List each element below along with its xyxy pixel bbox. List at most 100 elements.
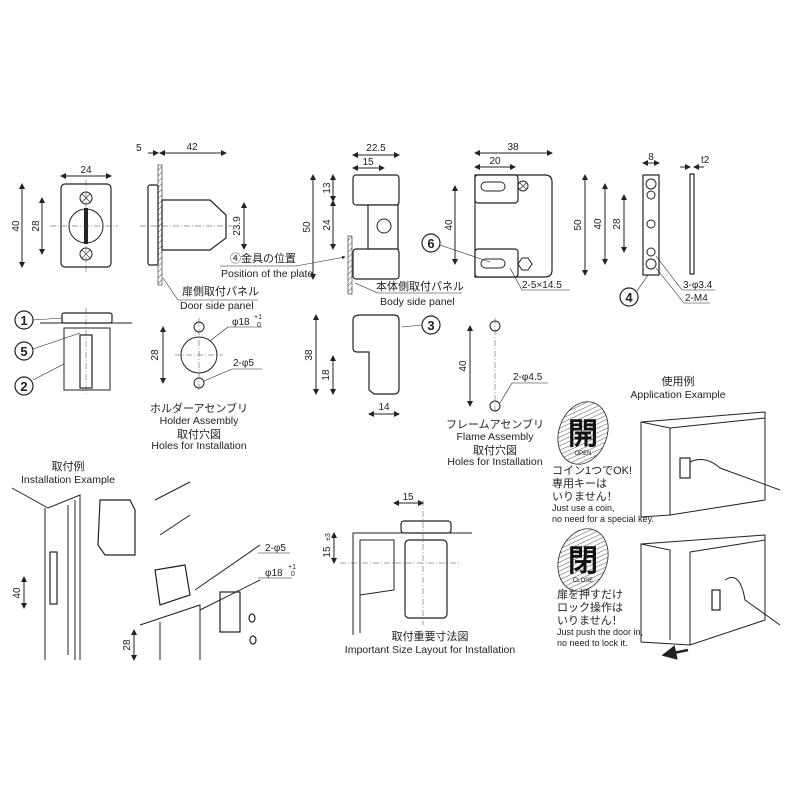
close-kanji: 閉 — [568, 545, 598, 578]
dim-height: 50 — [573, 219, 584, 231]
svg-text:3: 3 — [427, 318, 434, 333]
dim-hole-pitch: 28 — [31, 220, 42, 232]
install-title-en: Installation Example — [21, 474, 115, 486]
plate-view: 38 20 40 2-5×14.5 — [444, 142, 570, 291]
important-size-layout: 15 15 ±3 取付重要寸法図 Important Size Layout f… — [322, 492, 515, 656]
thread-note: 2-M4 — [685, 293, 708, 304]
dim-pitch: 40 — [444, 219, 455, 231]
dim-width: 22.5 — [366, 143, 386, 154]
layout-title-en: Important Size Layout for Installation — [345, 644, 516, 656]
close-jp-2: ロック操作は — [557, 600, 623, 614]
flame-sub-en: Holes for Installation — [447, 456, 542, 468]
dim-width: 8 — [648, 152, 654, 163]
plate-position-en: Position of the plate — [221, 268, 313, 280]
plate-position-jp: ④金具の位置 — [230, 251, 296, 265]
open-jp-3: いりません！ — [552, 490, 618, 503]
big-hole-note: φ18 — [232, 317, 250, 328]
open-jp-1: コイン1つでOK! — [552, 465, 632, 477]
dim-thickness: t2 — [701, 155, 710, 166]
holder-holes-view: 28 φ18 +1 0 2-φ5 ホルダーアセンブリ Holder Assemb… — [150, 314, 262, 452]
close-en-1: Just push the door in, — [557, 627, 643, 637]
close-jp-3: いりません！ — [557, 614, 623, 627]
bar-view: 8 t2 50 40 28 3-φ3.4 2-M4 — [573, 152, 715, 304]
dim-28: 28 — [122, 639, 133, 651]
dim-height: 38 — [304, 349, 315, 361]
marker-3: 3 — [401, 315, 441, 335]
side-view: 5 42 23.9 扉側取付パネル Door side panel ④金具の位置… — [136, 142, 346, 312]
holder-title-en: Holder Assembly — [160, 415, 240, 427]
dim-gap: 24 — [322, 219, 333, 231]
dim-height: 50 — [302, 221, 313, 233]
dim-pitch: 28 — [150, 349, 161, 361]
dim-width: 38 — [507, 142, 519, 153]
dim-depth: 42 — [186, 142, 198, 153]
open-badge: 開 OPEN — [557, 401, 609, 465]
marker-2: 2 — [14, 363, 65, 396]
marker-4: 4 — [619, 274, 649, 307]
dim-pitch: 40 — [458, 360, 469, 372]
small-holes-note: 2-φ5 — [265, 543, 286, 554]
close-en-2: no need to lock it. — [557, 638, 628, 648]
dim-width: 14 — [378, 402, 390, 413]
body-panel-en: Body side panel — [380, 296, 455, 308]
part3-view: 38 18 14 — [304, 314, 400, 417]
svg-text:4: 4 — [625, 290, 633, 305]
dim-offset: 15 — [362, 157, 374, 168]
dim-40: 40 — [12, 587, 23, 599]
dim-width: 24 — [80, 165, 92, 176]
close-badge: 閉 CLOSE — [557, 528, 609, 592]
door-panel-jp: 扉側取付パネル — [182, 285, 259, 298]
svg-text:5: 5 — [20, 344, 27, 359]
svg-text:1: 1 — [20, 313, 27, 328]
tol-minus: 0 — [257, 322, 261, 329]
flame-title-en: Flame Assembly — [456, 431, 534, 443]
hole-note: 3-φ3.4 — [683, 280, 713, 291]
tol-plus: +1 — [288, 564, 296, 571]
slot-note: 2-5×14.5 — [522, 280, 562, 291]
marker-5: 5 — [14, 332, 81, 361]
dim-height: 15 — [322, 546, 333, 558]
dim-step: 18 — [321, 369, 332, 381]
dim-slot-pos: 20 — [489, 156, 501, 167]
section-view — [40, 308, 132, 395]
small-holes-note: 2-φ5 — [233, 358, 254, 369]
flame-sub-jp: 取付穴図 — [473, 443, 517, 457]
body-panel-jp: 本体側取付パネル — [376, 279, 464, 293]
front-view: 24 40 28 — [11, 165, 118, 272]
dim-pitch-outer: 40 — [593, 218, 604, 230]
svg-text:2: 2 — [20, 379, 27, 394]
dim-width: 15 — [402, 492, 414, 503]
open-en-2: no need for a special key. — [552, 514, 654, 524]
marker-6: 6 — [421, 233, 491, 263]
app-title-jp: 使用例 — [662, 374, 695, 388]
big-hole-note: φ18 — [265, 568, 283, 579]
tol-plus: +1 — [254, 314, 262, 321]
dim-height-239: 23.9 — [232, 216, 243, 236]
dim-flange: 5 — [136, 143, 142, 154]
door-panel-en: Door side panel — [180, 300, 254, 312]
open-kanji: 開 — [568, 418, 598, 451]
layout-title-jp: 取付重要寸法図 — [392, 629, 469, 643]
flame-title-jp: フレームアセンブリ — [446, 417, 544, 431]
markers: 1 5 2 3 4 6 — [14, 233, 649, 396]
install-title-jp: 取付例 — [52, 459, 85, 473]
holder-title-jp: ホルダーアセンブリ — [150, 401, 248, 415]
holes-note: 2-φ4.5 — [513, 372, 543, 383]
dim-tol: ±3 — [325, 533, 332, 541]
holder-sub-en: Holes for Installation — [151, 440, 246, 452]
open-jp-2: 専用キーは — [552, 477, 607, 490]
app-title-en: Application Example — [630, 389, 725, 401]
frame-view: 22.5 15 50 13 24 本体側取付パネル Body side pane… — [302, 143, 464, 308]
installation-example: 取付例 Installation Example 40 28 2-φ5 φ18 … — [11, 459, 296, 661]
open-en-1: Just use a coin, — [552, 503, 615, 513]
dim-pitch-inner: 28 — [612, 218, 623, 230]
close-label: CLOSE — [573, 578, 593, 584]
close-jp-1: 扉を押すだけ — [557, 587, 623, 601]
tol-minus: 0 — [291, 571, 295, 578]
flame-holes-view: 40 2-φ4.5 フレームアセンブリ Flame Assembly 取付穴図 … — [446, 318, 548, 468]
svg-text:6: 6 — [427, 236, 434, 251]
holder-sub-jp: 取付穴図 — [177, 427, 221, 441]
dim-top: 13 — [322, 182, 333, 194]
open-label: OPEN — [574, 451, 591, 457]
